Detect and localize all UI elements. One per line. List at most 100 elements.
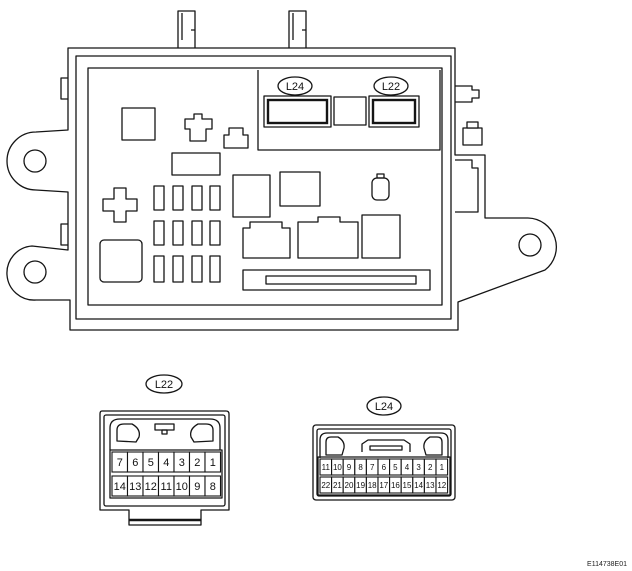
connector-l22-latch-frame bbox=[109, 418, 221, 450]
fuse bbox=[172, 255, 184, 283]
fuse-holder bbox=[184, 113, 213, 142]
connector-l24-inner-rim bbox=[316, 428, 452, 497]
figure-id: E114738E01 bbox=[587, 561, 627, 568]
l22-pin-number: 5 bbox=[148, 457, 154, 469]
l24-pin-number: 2 bbox=[428, 463, 433, 472]
left-nub-lower bbox=[60, 223, 68, 246]
fuse-grid bbox=[153, 185, 221, 283]
l24-pin-number: 5 bbox=[393, 463, 398, 472]
l24-pin-number: 20 bbox=[345, 481, 354, 490]
connector-slot-frame bbox=[257, 70, 441, 151]
connector-l24-left-ear bbox=[325, 436, 345, 456]
fuse bbox=[209, 185, 221, 211]
slot-l24-outer bbox=[263, 95, 332, 128]
l22-pin-number: 10 bbox=[176, 481, 188, 493]
l24-pin-number: 10 bbox=[333, 463, 342, 472]
top-tab-left-step bbox=[181, 13, 195, 40]
mounting-hole-bottom-left bbox=[23, 260, 47, 284]
right-side-clip bbox=[455, 159, 479, 213]
small-relay bbox=[223, 127, 249, 149]
l24-pin-number: 12 bbox=[437, 481, 446, 490]
l24-pin-number: 6 bbox=[382, 463, 387, 472]
l24-pin-cell bbox=[435, 476, 449, 494]
connector-label-oval-l22 bbox=[145, 374, 183, 394]
fuse bbox=[153, 220, 165, 246]
connector-l24-right-ear bbox=[423, 436, 443, 456]
connector-l22-right-ear bbox=[190, 423, 214, 443]
slot-label-oval-l24 bbox=[277, 76, 313, 96]
relay-rect bbox=[171, 152, 221, 176]
l22-pin-cell bbox=[204, 475, 222, 497]
fuse bbox=[153, 255, 165, 283]
small-rounded-relay-nub bbox=[376, 173, 385, 179]
component-panel bbox=[87, 67, 443, 306]
l24-pin-number: 11 bbox=[322, 463, 331, 472]
large-relay bbox=[99, 239, 143, 283]
l24-pin-number: 14 bbox=[414, 481, 423, 490]
l22-pin-number: 7 bbox=[117, 457, 123, 469]
fuse bbox=[191, 185, 203, 211]
fuse bbox=[191, 220, 203, 246]
l24-pin-number: 9 bbox=[347, 463, 352, 472]
relay-mid-left bbox=[232, 174, 271, 218]
relay-square bbox=[121, 107, 156, 141]
fuse bbox=[209, 220, 221, 246]
l24-pin-number: 17 bbox=[379, 481, 388, 490]
housing-inner-rim bbox=[75, 55, 452, 320]
l24-pin-number: 1 bbox=[440, 463, 445, 472]
fuse bbox=[191, 255, 203, 283]
terminal-strip bbox=[242, 269, 431, 291]
connector-l22-inner-rim bbox=[103, 414, 226, 507]
l24-pin-number: 4 bbox=[405, 463, 410, 472]
l22-pin-number: 13 bbox=[129, 481, 141, 493]
connector-l24-lock bbox=[361, 439, 411, 452]
l24-pin-number: 7 bbox=[370, 463, 375, 472]
connector-l22-left-ear bbox=[116, 423, 140, 443]
connector-l24-latch-frame bbox=[319, 432, 449, 458]
l22-pin-number: 9 bbox=[194, 481, 200, 493]
l24-pin-number: 21 bbox=[333, 481, 342, 490]
fuse bbox=[172, 220, 184, 246]
fuse bbox=[172, 185, 184, 211]
slot-label-l22: L22 bbox=[382, 81, 400, 93]
terminal-strip-slot bbox=[265, 275, 417, 285]
l22-pin-number: 4 bbox=[163, 457, 169, 469]
left-nub-upper bbox=[60, 77, 68, 100]
l22-pin-cell bbox=[204, 451, 222, 473]
l22-pin-number: 12 bbox=[145, 481, 157, 493]
mounting-hole-right bbox=[518, 233, 542, 257]
slot-l24-inner bbox=[266, 98, 329, 125]
connector-l24-lock-bar bbox=[369, 445, 403, 451]
l22-pin-number: 6 bbox=[132, 457, 138, 469]
connector-label-l24: L24 bbox=[375, 401, 393, 413]
slot-label-oval-l22 bbox=[373, 76, 409, 96]
relay-lower-mid bbox=[297, 216, 359, 259]
right-nub-upper bbox=[455, 85, 480, 103]
slot-label-l24: L24 bbox=[286, 81, 304, 93]
junction-block: L24 L22 bbox=[6, 10, 557, 331]
l22-pin-number: 8 bbox=[210, 481, 216, 493]
top-tab-right-step bbox=[292, 13, 306, 40]
mounting-hole-left bbox=[23, 149, 47, 173]
right-bracket bbox=[462, 127, 483, 146]
fuse bbox=[153, 185, 165, 211]
l22-pin-number: 2 bbox=[194, 457, 200, 469]
slot-l22-inner bbox=[371, 98, 417, 125]
l22-pin-number: 1 bbox=[210, 457, 216, 469]
slot-l22-outer bbox=[368, 95, 420, 128]
l24-pin-number: 18 bbox=[368, 481, 377, 490]
l24-pin-number: 3 bbox=[416, 463, 421, 472]
connector-l24-pin-field bbox=[317, 456, 451, 496]
relay-lower-left bbox=[242, 221, 291, 259]
l24-pin-number: 22 bbox=[321, 481, 330, 490]
l24-pin-number: 19 bbox=[356, 481, 365, 490]
connector-label-oval-l24 bbox=[366, 396, 402, 416]
l24-pin-cell bbox=[435, 458, 449, 476]
l24-pin-number: 15 bbox=[403, 481, 412, 490]
l22-pin-number: 3 bbox=[179, 457, 185, 469]
cross-connector bbox=[102, 187, 138, 223]
